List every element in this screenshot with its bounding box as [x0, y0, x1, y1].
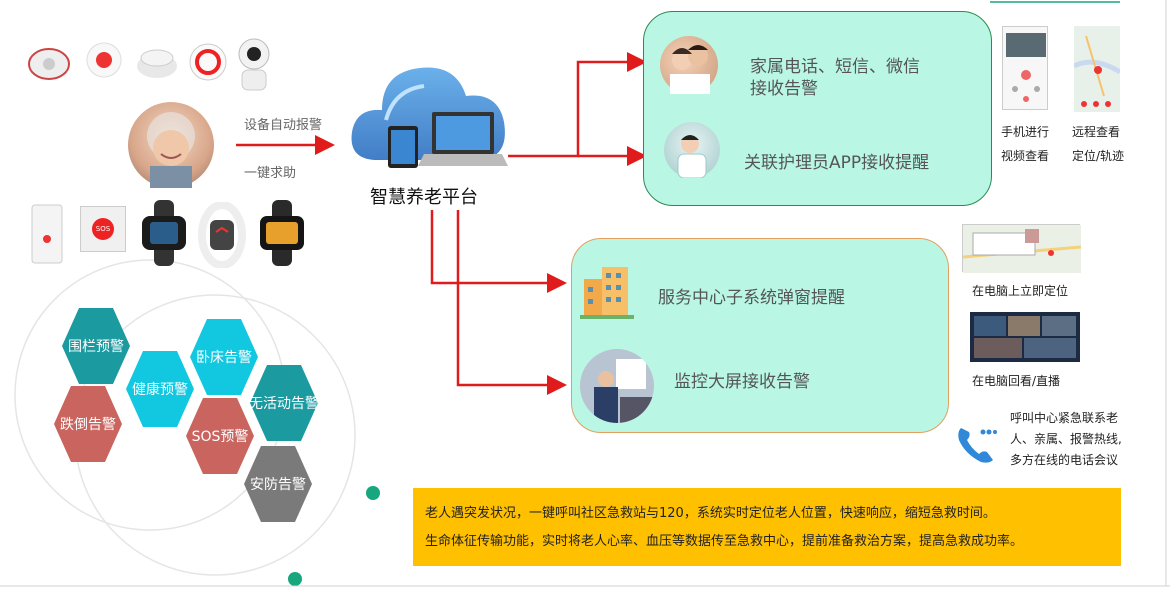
phone-call-icon — [955, 422, 997, 470]
emergency-card-device — [30, 203, 64, 269]
smoke-detector-device — [24, 42, 74, 86]
family-couple-photo — [660, 36, 718, 94]
cloud-platform-icon — [351, 67, 508, 168]
hex-label: 健康预警 — [132, 381, 188, 398]
building-icon — [580, 261, 634, 323]
popup-alert-text: 服务中心子系统弹窗提醒 — [658, 288, 845, 308]
gps-watch-device — [254, 200, 310, 270]
nurse-photo — [664, 122, 720, 179]
pc-playback-label: 在电脑回看/直播 — [972, 374, 1061, 388]
auto-alarm-label: 设备自动报警 — [244, 118, 323, 133]
hex-no-activity-alert: 无活动告警 — [249, 365, 319, 441]
info-line-2: 生命体征传输功能，实时将老人心率、血压等数据传至急救中心，提前准备救治方案，提高… — [425, 534, 1024, 549]
sos-button-device: SOS — [80, 206, 126, 252]
mobile-map-screenshot — [1072, 26, 1122, 112]
arrow-to-monitor-screen — [456, 210, 567, 395]
elder-avatar — [128, 102, 214, 188]
info-box: 老人遇突发状况，一键呼叫社区急救站与120，系统实时定位老人位置，快速响应，缩短… — [413, 488, 1121, 566]
hex-label: 围栏预警 — [68, 339, 124, 355]
pc-video-wall-screenshot — [970, 312, 1080, 362]
hex-health-alert: 健康预警 — [126, 351, 194, 427]
screen-alert-text: 监控大屏接收告警 — [674, 372, 810, 392]
hex-label: 卧床告警 — [196, 350, 252, 366]
hex-security-alert: 安防告警 — [244, 446, 312, 522]
smoke-alarm-device — [135, 42, 179, 86]
emergency-button-device — [188, 42, 228, 86]
camera-device — [234, 36, 274, 96]
hex-fence-alert: 围栏预警 — [62, 308, 130, 384]
platform-label: 智慧养老平台 — [370, 187, 478, 208]
pc-map-screenshot — [962, 224, 1082, 273]
mobile-location-label: 远程查看 定位/轨迹 — [1072, 125, 1125, 163]
hex-label: 安防告警 — [250, 477, 306, 493]
hex-bed-alert: 卧床告警 — [190, 319, 258, 395]
smartwatch-device — [136, 200, 192, 270]
call-center-text: 呼叫中心紧急联系老 人、亲属、报警热线, 多方在线的电话会议 — [1010, 411, 1122, 467]
family-alert-text: 家属电话、短信、微信 接收告警 — [750, 57, 920, 99]
service-center-panel: 服务中心子系统弹窗提醒 监控大屏接收告警 — [571, 238, 949, 433]
health-band-device — [196, 201, 248, 272]
hex-label: 跌倒告警 — [60, 417, 116, 433]
one-key-help-label: 一键求助 — [244, 166, 297, 181]
pc-locate-label: 在电脑上立即定位 — [972, 284, 1069, 298]
gas-detector-device — [84, 40, 124, 84]
hex-fall-alert: 跌倒告警 — [54, 386, 122, 462]
mobile-video-label: 手机进行 视频查看 — [1001, 125, 1050, 163]
info-line-1: 老人遇突发状况，一键呼叫社区急救站与120，系统实时定位老人位置，快速响应，缩短… — [425, 506, 996, 521]
hex-label: 无活动告警 — [249, 396, 319, 412]
family-notification-panel: 家属电话、短信、微信 接收告警 关联护理员APP接收提醒 — [643, 11, 992, 206]
hex-sos-alert: SOS预警 — [186, 398, 254, 474]
monitor-room-photo — [580, 349, 654, 423]
arrow-to-service-center — [430, 210, 567, 293]
arrow-to-family — [508, 52, 647, 158]
sos-button-label: SOS — [92, 218, 114, 240]
decor-dot — [288, 572, 302, 586]
hex-label: SOS预警 — [192, 429, 249, 445]
nurse-alert-text: 关联护理员APP接收提醒 — [744, 153, 930, 173]
mobile-video-screenshot — [1002, 26, 1048, 110]
decor-dot — [366, 486, 380, 500]
